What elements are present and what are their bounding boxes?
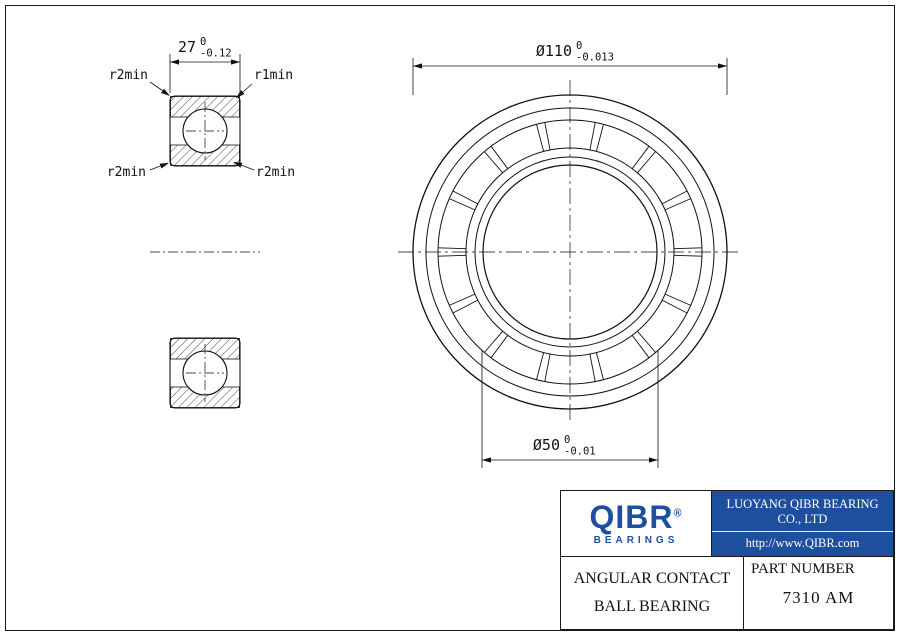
logo-wordmark: QIBR [589, 499, 674, 535]
product-line-2: BALL BEARING [593, 598, 711, 615]
logo-cell: QIBR® BEARINGS [561, 491, 711, 556]
dim-od-value: Ø110 [536, 42, 572, 60]
label-r1-top-right: r1min [254, 68, 293, 83]
part-number-cell: PART NUMBER 7310 AM [743, 557, 893, 629]
dim-width [169, 54, 241, 93]
section-centerlines [150, 102, 260, 402]
logo-subtitle: BEARINGS [593, 535, 679, 546]
part-number-label: PART NUMBER [751, 561, 855, 577]
dim-bore-tol-upper: 0 [564, 434, 570, 446]
dim-bore-tol-lower: -0.01 [564, 446, 596, 458]
dim-width-value: 27 [178, 38, 196, 56]
dim-bore-value: Ø50 [533, 436, 560, 454]
dim-od-tol-upper: 0 [576, 40, 582, 52]
front-centerlines [398, 80, 742, 424]
product-line-1: ANGULAR CONTACT [573, 570, 731, 587]
label-r2-mid-left: r2min [107, 165, 146, 180]
dim-bore [481, 350, 659, 468]
dim-od [412, 58, 728, 95]
product-description-cell: ANGULAR CONTACT BALL BEARING [561, 557, 743, 629]
label-r2-mid-right: r2min [256, 165, 295, 180]
dim-width-tol-upper: 0 [200, 36, 206, 48]
company-url: http://www.QIBR.com [712, 531, 893, 553]
label-r2-top-left: r2min [109, 68, 148, 83]
company-name: LUOYANG QIBR BEARING CO., LTD [726, 497, 879, 526]
company-banner: LUOYANG QIBR BEARING CO., LTD http://www… [711, 491, 893, 556]
title-block: QIBR® BEARINGS LUOYANG QIBR BEARING CO.,… [560, 490, 894, 630]
qibr-logo: QIBR® [589, 501, 682, 533]
section-top-outline [169, 95, 241, 167]
title-block-bottom-row: ANGULAR CONTACT BALL BEARING PART NUMBER… [561, 557, 893, 629]
registered-mark-icon: ® [673, 507, 683, 520]
cage-pockets [438, 122, 702, 382]
section-bottom-outline [169, 337, 241, 409]
dim-width-tol-lower: -0.12 [200, 48, 232, 60]
drawing-frame [5, 5, 895, 631]
dim-od-tol-lower: -0.013 [576, 52, 614, 64]
part-number-value: 7310 AM [782, 588, 855, 607]
radius-leaders [149, 81, 255, 171]
title-block-top-row: QIBR® BEARINGS LUOYANG QIBR BEARING CO.,… [561, 491, 893, 557]
